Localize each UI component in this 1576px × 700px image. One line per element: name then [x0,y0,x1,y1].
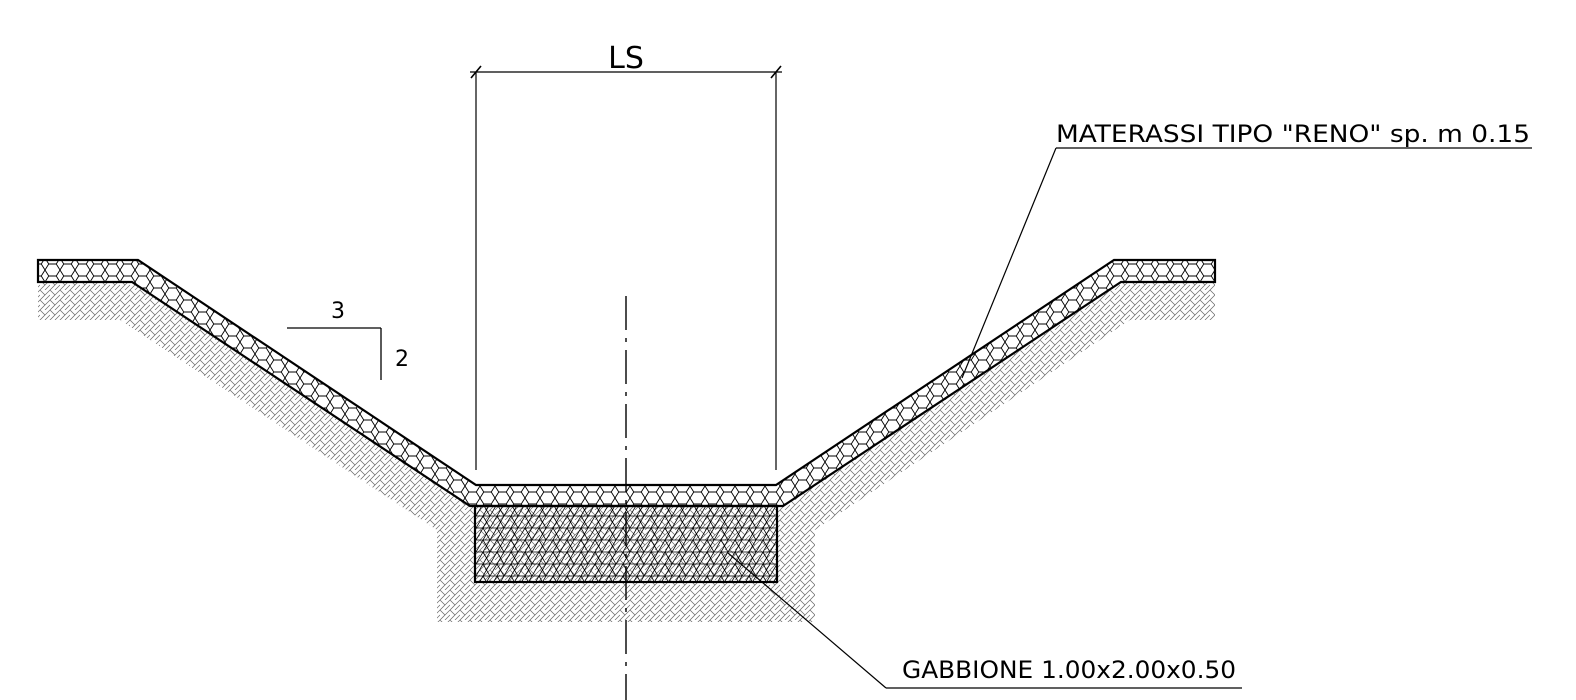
slope-run-label: 3 [331,299,345,324]
ls-dimension: LS [470,41,782,470]
gabion-callout: GABBIONE 1.00x2.00x0.50 [727,552,1242,689]
slope-rise-label: 2 [395,347,409,372]
slope-indicator: 3 2 [287,299,409,380]
mattress-callout: MATERASSI TIPO "RENO" sp. m 0.15 [961,120,1532,379]
gabion-label: GABBIONE 1.00x2.00x0.50 [902,656,1236,684]
ls-dimension-label: LS [608,41,644,76]
mattress-label: MATERASSI TIPO "RENO" sp. m 0.15 [1056,120,1530,148]
reno-mattress-layer [36,258,1217,508]
